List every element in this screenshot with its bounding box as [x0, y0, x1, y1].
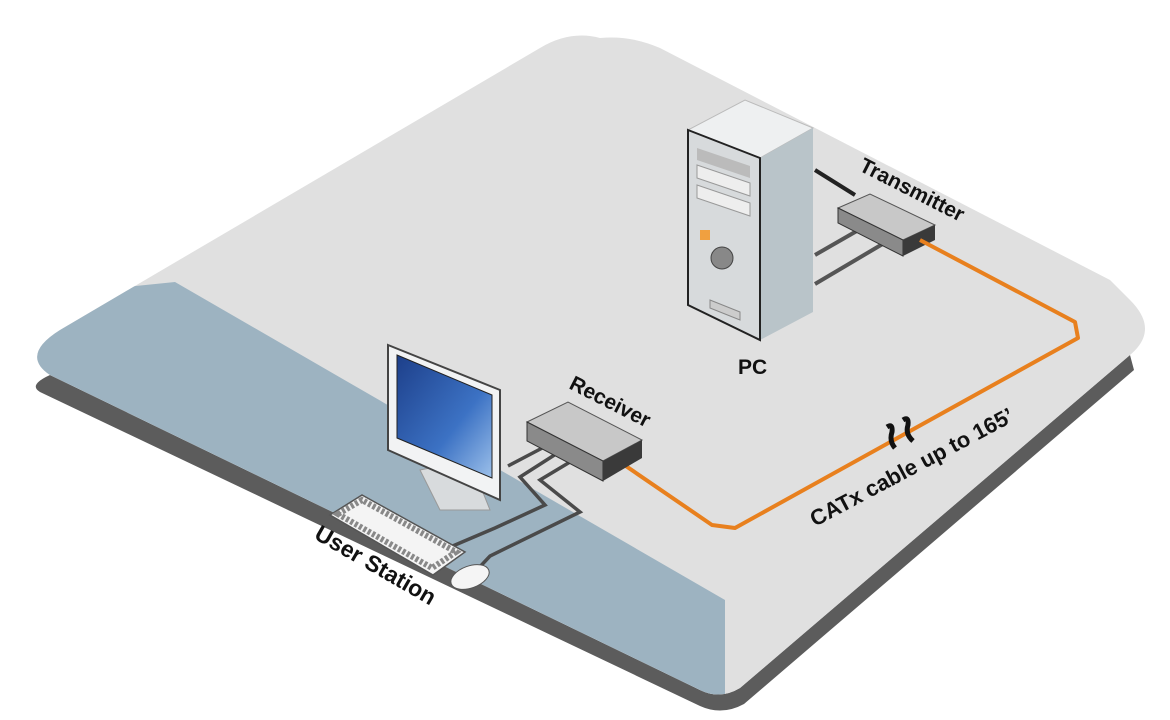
pc-dial-icon	[710, 246, 734, 270]
cable-break-icon	[885, 416, 915, 450]
monitor	[387, 343, 501, 511]
pc-label: PC	[738, 356, 767, 379]
monitor-screen	[396, 354, 493, 479]
mouse	[450, 564, 490, 590]
keyboard	[328, 494, 467, 576]
pc-cables	[813, 168, 888, 286]
power-led	[700, 230, 710, 240]
pc-tower	[686, 99, 815, 342]
receiver-device	[525, 401, 644, 482]
floor-edge	[35, 355, 1135, 711]
transmitter-device	[836, 193, 937, 257]
